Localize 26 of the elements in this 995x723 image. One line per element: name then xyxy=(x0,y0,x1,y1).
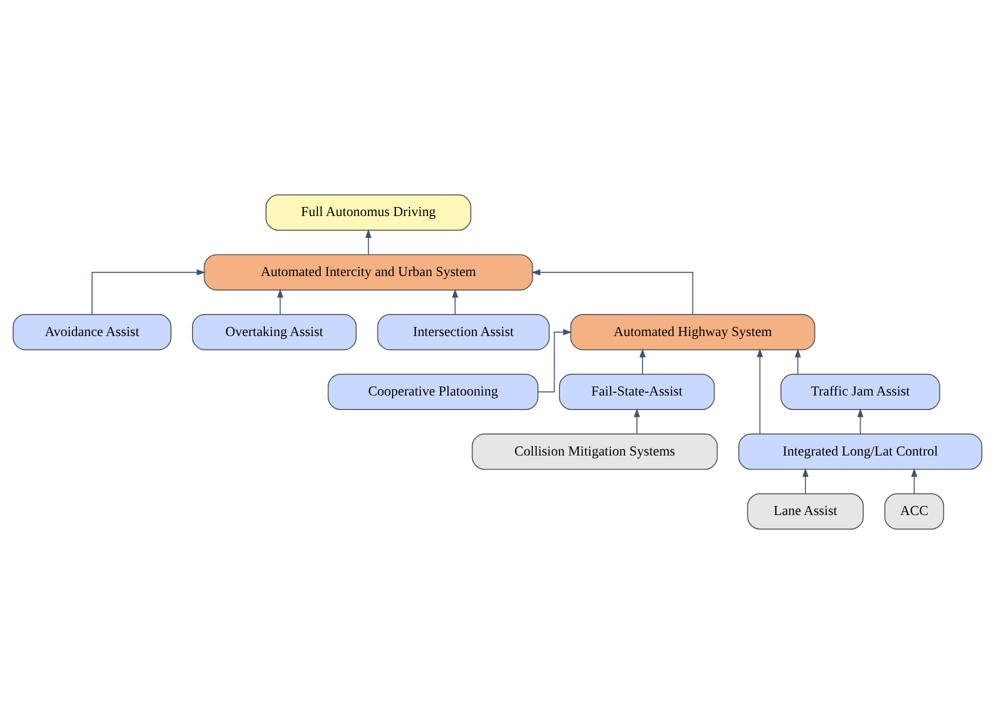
node-box: Lane Assist xyxy=(747,492,864,530)
arrow xyxy=(634,408,640,434)
arrow xyxy=(857,408,864,434)
arrow xyxy=(802,468,809,494)
arrow xyxy=(92,268,206,314)
node-box: Automated Highway System xyxy=(570,313,816,350)
node-box: Integrated Long/Lat Control xyxy=(738,433,982,470)
arrow xyxy=(639,348,646,374)
node-box: Full Autonomus Driving xyxy=(266,194,472,230)
node-box: Overtaking Assist xyxy=(192,313,357,350)
node-box: Collision Mitigation Systems xyxy=(472,433,718,470)
node-box: Traffic Jam Assist xyxy=(780,373,940,410)
arrow xyxy=(756,348,763,434)
arrow xyxy=(452,288,458,314)
arrow xyxy=(911,468,918,494)
node-box: Intersection Assist xyxy=(377,313,550,350)
arrow xyxy=(531,268,694,314)
arrow xyxy=(365,228,372,254)
arrow xyxy=(277,288,284,314)
arrow xyxy=(538,328,572,392)
arrow xyxy=(794,348,801,374)
node-box: Fail-State-Assist xyxy=(559,373,715,410)
node-box: Automated Intercity and Urban System xyxy=(204,254,534,290)
node-box: Cooperative Platooning xyxy=(328,373,538,410)
node-box: ACC xyxy=(884,492,944,530)
node-box: Avoidance Assist xyxy=(12,313,172,350)
